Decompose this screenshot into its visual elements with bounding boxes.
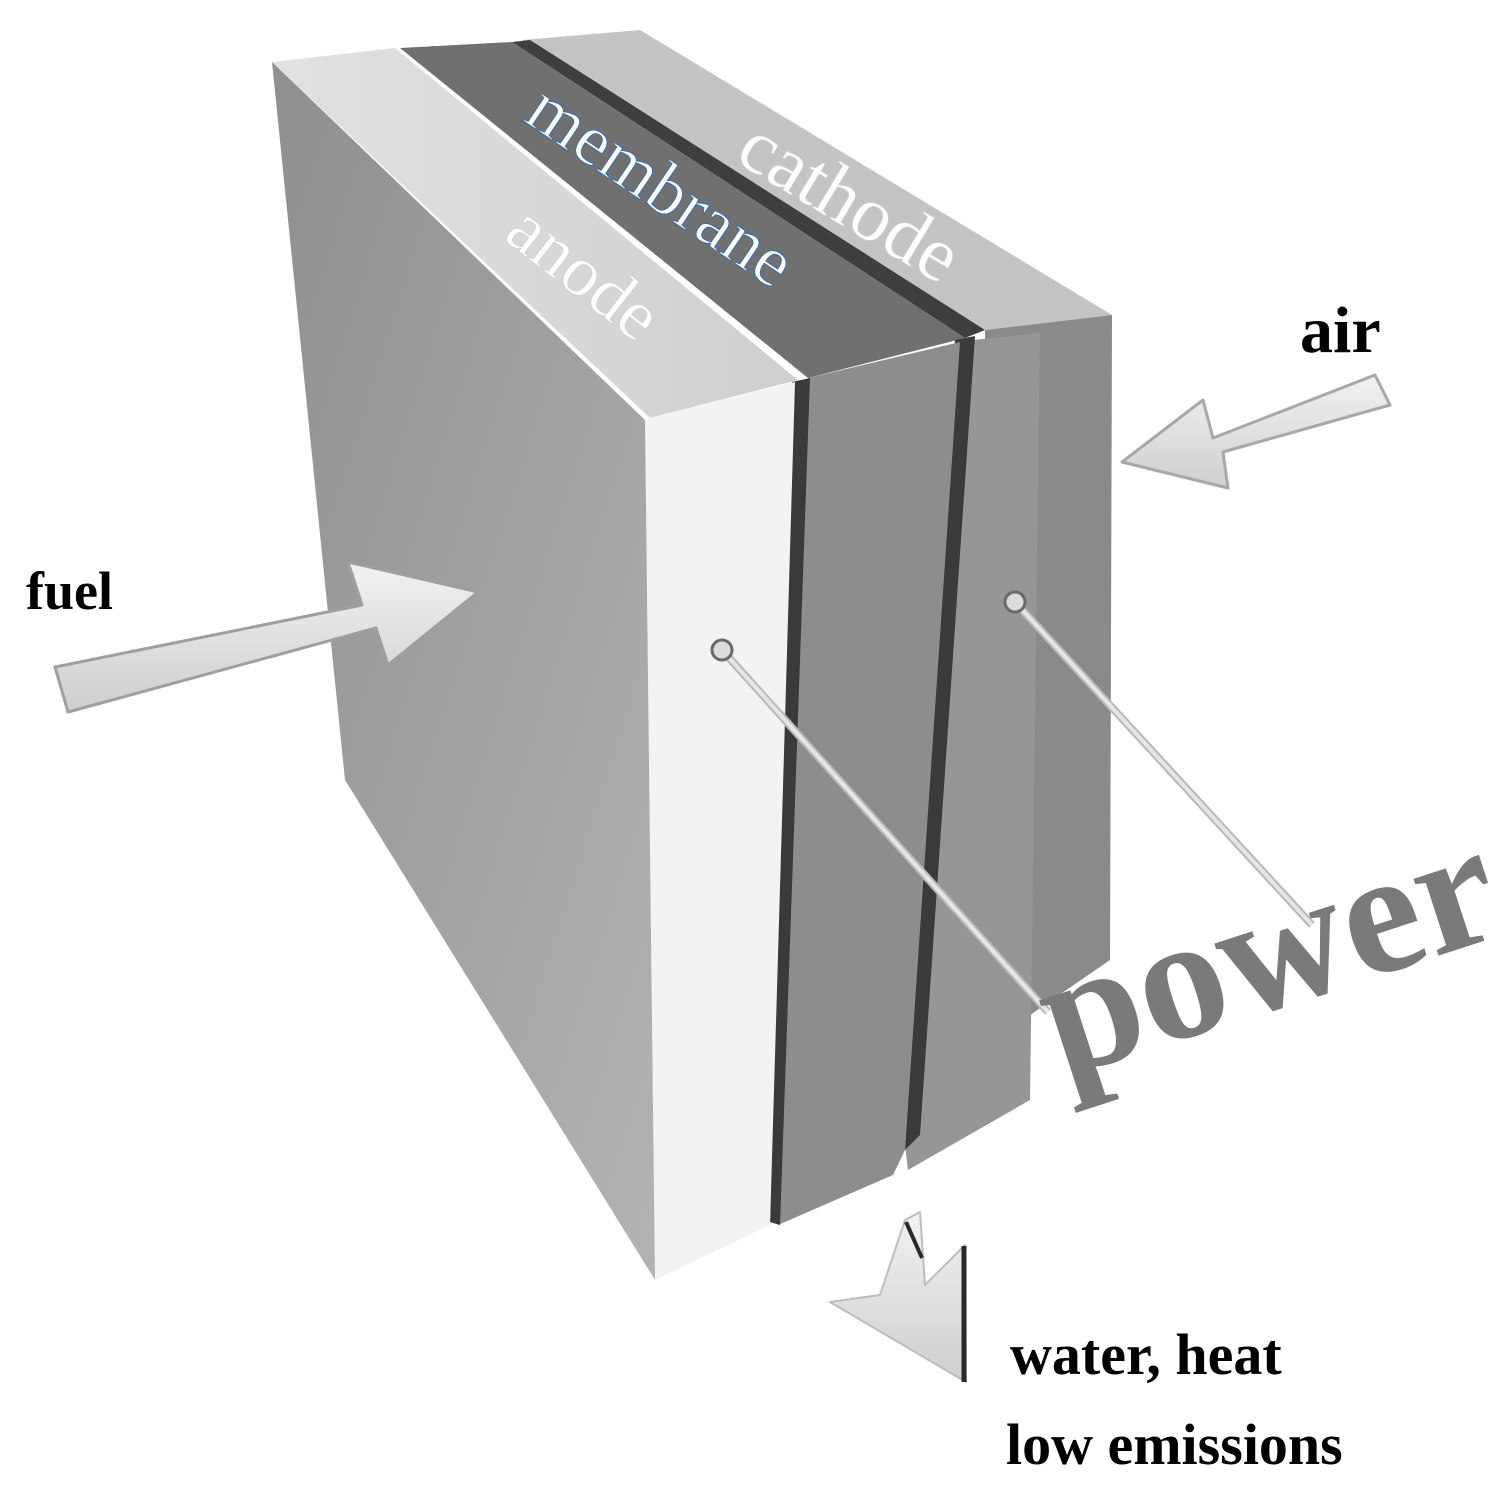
cathode-top-face: [522, 30, 1112, 330]
anode-top-face: [272, 48, 798, 418]
circuit-wires: [710, 590, 1315, 1015]
anode-front-face: [272, 62, 655, 1280]
anode-layer: [272, 48, 798, 1280]
output-caption-line1: water, heat: [1010, 1322, 1282, 1387]
membrane-front-edge: [770, 378, 810, 1225]
membrane-separator-front: [905, 336, 975, 1150]
anode-terminal: [710, 638, 734, 662]
membrane-layer: [400, 40, 985, 1225]
cathode-wire-core: [1013, 600, 1314, 927]
fuel-arrow-icon: [53, 560, 480, 714]
anode-wire-core: [720, 648, 1050, 1014]
air-caption: air: [1300, 294, 1381, 367]
membrane-front-face: [778, 342, 960, 1225]
membrane-separator-top: [512, 40, 985, 338]
air-arrow-icon: [1120, 373, 1392, 490]
fuel-caption: fuel: [26, 561, 113, 621]
anode-side-face: [645, 382, 795, 1280]
output-arrow-icon: [829, 1211, 967, 1383]
membrane-top-face: [400, 42, 965, 378]
output-caption-line2: low emissions: [1006, 1412, 1343, 1477]
cathode-terminal: [1003, 590, 1027, 614]
